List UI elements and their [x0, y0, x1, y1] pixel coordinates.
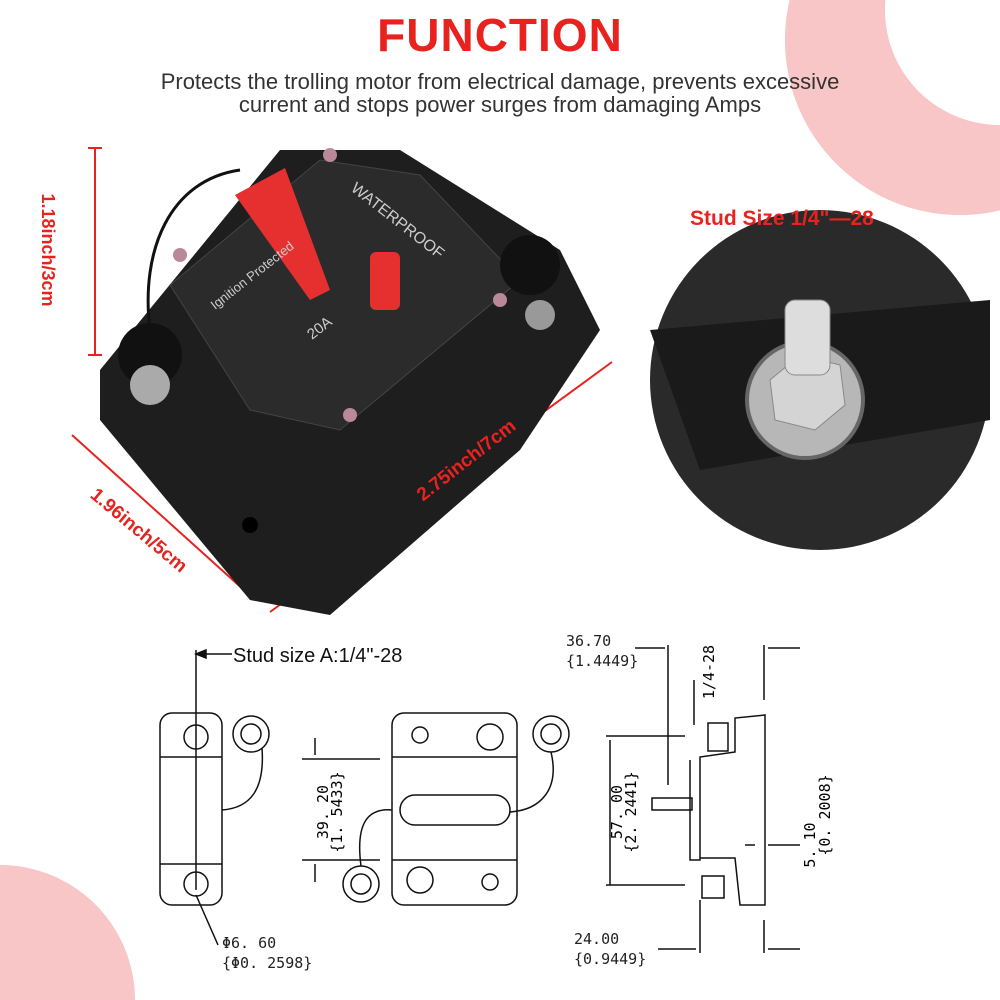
width-mm: 36.70	[566, 632, 612, 650]
offset-mm: 5. 10	[801, 822, 819, 867]
description-line-2: current and stops power surges from dama…	[238, 92, 762, 117]
breaker-photo: WATERPROOF Ignition Protected 20A 1.18in…	[38, 147, 990, 615]
height-in: {2. 2441}	[622, 771, 640, 852]
width-in: {1.4449}	[566, 652, 639, 670]
offset-in: {0. 2008}	[816, 774, 834, 855]
description-line-1: Protects the trolling motor from electri…	[160, 69, 840, 94]
stud-size-a: Stud size A:1/4"-28	[233, 645, 402, 667]
depth-in: {0.9449}	[574, 950, 647, 968]
breaker-body	[100, 148, 600, 615]
spacing-in: {1. 5433}	[328, 771, 346, 852]
stud-closeup	[650, 210, 990, 550]
page-title: FUNCTION	[377, 9, 623, 61]
stud-thread: 1/4-28	[700, 645, 718, 699]
decor-circle-inner	[884, 0, 1000, 126]
decor-circle-bottom	[0, 865, 135, 1000]
spacing-mm: 39. 20	[314, 785, 332, 839]
height-mm: 57. 00	[608, 785, 626, 839]
hole-dia-in: {Φ0. 2598}	[222, 954, 313, 972]
stud-size-label: Stud Size 1/4"—28	[690, 207, 874, 230]
depth-mm: 24.00	[574, 930, 620, 948]
hole-dia-mm: Φ6. 60	[222, 934, 277, 952]
height-label: 1.18inch/3cm	[38, 193, 58, 306]
